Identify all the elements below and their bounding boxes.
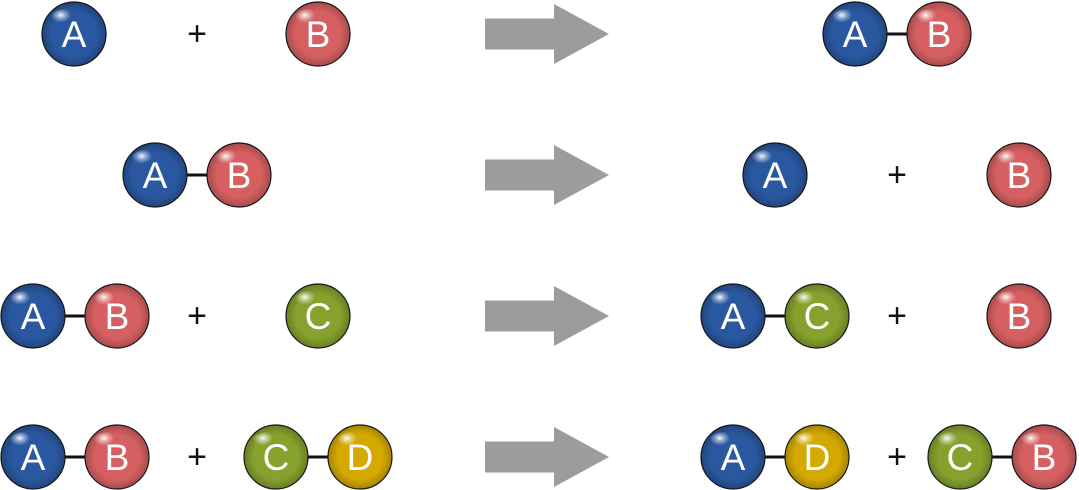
atom-label: A <box>143 155 168 196</box>
atom-b: B <box>285 1 351 67</box>
products: A B + <box>742 142 1052 208</box>
atom-d: D <box>784 424 850 490</box>
atom-b: B <box>906 1 972 67</box>
atom-c: C <box>784 283 850 349</box>
atom-c: C <box>243 424 309 490</box>
atom-label: B <box>306 14 331 55</box>
reaction-arrow-icon <box>485 286 609 346</box>
atom-a: A <box>822 1 888 67</box>
atom-b: B <box>986 283 1052 349</box>
atom-a: A <box>41 1 107 67</box>
reactants: A B + <box>41 1 351 67</box>
atom-label: C <box>947 437 974 478</box>
atom-label: D <box>347 437 374 478</box>
atom-label: B <box>227 155 252 196</box>
atom-a: A <box>122 142 188 208</box>
atom-a: A <box>0 283 66 349</box>
atom-label: A <box>62 14 87 55</box>
atom-label: A <box>21 437 46 478</box>
atom-label: C <box>263 437 290 478</box>
atom-label: B <box>105 296 130 337</box>
single-atom: A <box>742 142 808 208</box>
plus-sign: + <box>187 297 207 335</box>
atom-label: B <box>927 14 952 55</box>
atom-label: B <box>1007 296 1032 337</box>
atom-label: A <box>721 437 746 478</box>
atom-label: C <box>305 296 332 337</box>
single-atom: B <box>986 283 1052 349</box>
single-atom: C <box>285 283 351 349</box>
atom-d: D <box>327 424 393 490</box>
atom-a: A <box>700 283 766 349</box>
single-atom: B <box>986 142 1052 208</box>
atom-label: A <box>843 14 868 55</box>
atom-b: B <box>986 142 1052 208</box>
single-atom: B <box>285 1 351 67</box>
plus-sign: + <box>887 297 907 335</box>
atom-b: B <box>84 424 150 490</box>
atom-b: B <box>84 283 150 349</box>
atom-label: B <box>1032 437 1057 478</box>
atom-label: A <box>21 296 46 337</box>
atom-c: C <box>285 283 351 349</box>
plus-sign: + <box>887 156 907 194</box>
reaction-arrow-icon <box>485 427 609 487</box>
reaction-arrow-icon <box>485 145 609 205</box>
plus-sign: + <box>187 438 207 476</box>
atom-a: A <box>700 424 766 490</box>
atom-label: B <box>105 437 130 478</box>
atom-a: A <box>742 142 808 208</box>
atom-label: A <box>721 296 746 337</box>
atom-b: B <box>1011 424 1077 490</box>
atom-label: C <box>804 296 831 337</box>
atom-c: C <box>927 424 993 490</box>
atom-a: A <box>0 424 66 490</box>
atom-label: B <box>1007 155 1032 196</box>
plus-sign: + <box>187 15 207 53</box>
atom-label: D <box>804 437 831 478</box>
atom-label: A <box>763 155 788 196</box>
plus-sign: + <box>887 438 907 476</box>
atom-b: B <box>206 142 272 208</box>
reaction-arrow-icon <box>485 4 609 64</box>
single-atom: A <box>41 1 107 67</box>
